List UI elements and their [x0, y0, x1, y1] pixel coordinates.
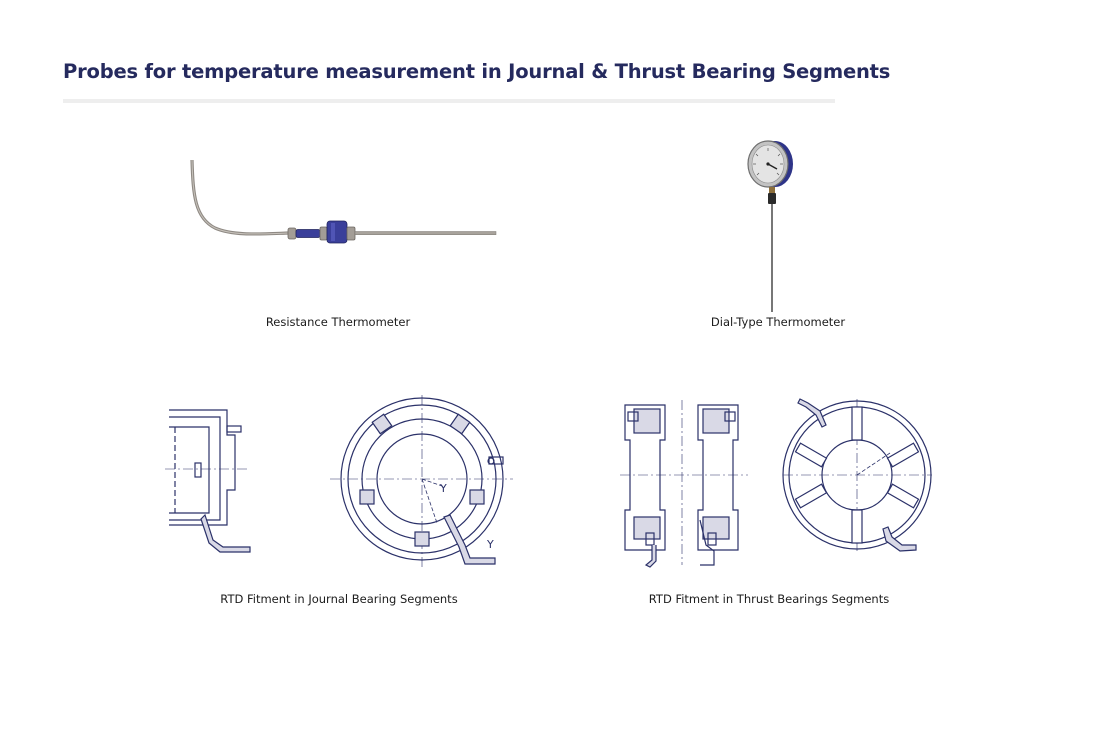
- page-title: Probes for temperature measurement in Jo…: [63, 60, 891, 83]
- angle-label-y-2: Y: [487, 538, 494, 551]
- caption-journal-bearing: RTD Fitment in Journal Bearing Segments: [220, 592, 458, 606]
- dial-thermometer-image: [747, 140, 793, 312]
- title-divider: [63, 99, 835, 103]
- angle-label-y-1: Y: [440, 482, 447, 495]
- thrust-bearing-rtd-drawing: [620, 398, 932, 568]
- journal-bearing-rtd-drawing: [165, 395, 513, 567]
- resistance-thermometer-image: [190, 159, 497, 244]
- caption-resistance-thermometer: Resistance Thermometer: [265, 315, 411, 329]
- caption-thrust-bearing: RTD Fitment in Thrust Bearings Segments: [648, 592, 890, 606]
- caption-dial-thermometer: Dial-Type Thermometer: [710, 315, 846, 329]
